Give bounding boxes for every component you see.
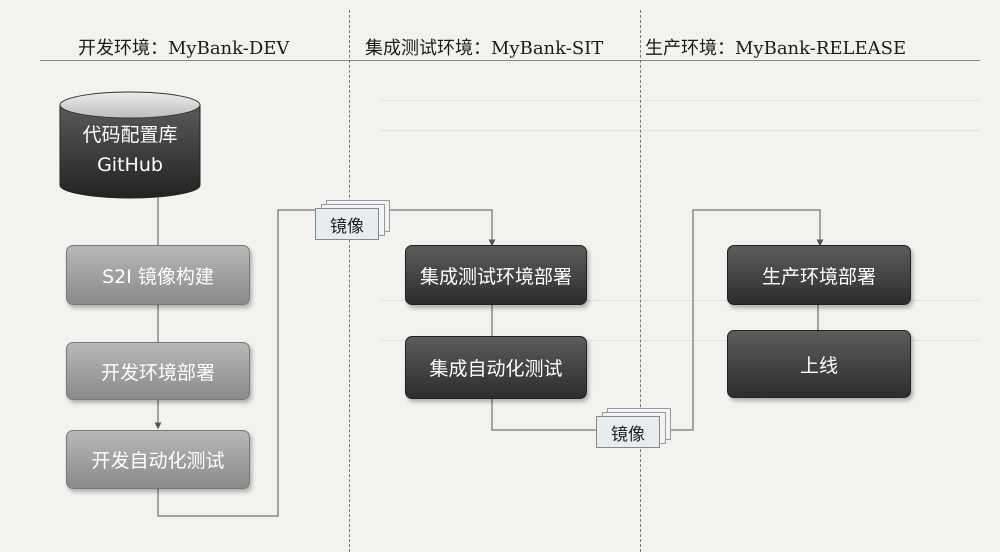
repo-subtitle: GitHub — [97, 154, 163, 176]
database-icon — [59, 91, 201, 199]
background-line — [380, 300, 980, 301]
release-step-deploy: 生产环境部署 — [727, 245, 911, 305]
repo-label: 代码配置库 GitHub — [60, 120, 200, 190]
divider-dev-sit — [349, 10, 350, 552]
header-sit: 集成测试环境：MyBank-SIT — [365, 38, 604, 59]
dev-step-s2i-build: S2I 镜像构建 — [66, 245, 250, 305]
release-step-go-live: 上线 — [727, 330, 911, 398]
dev-step-deploy: 开发环境部署 — [66, 342, 250, 400]
image-tag-sit-to-release: 镜像 — [596, 416, 660, 448]
sit-step-auto-test: 集成自动化测试 — [405, 336, 587, 399]
sit-step-deploy: 集成测试环境部署 — [405, 245, 587, 305]
repo-title: 代码配置库 — [82, 124, 178, 146]
background-line — [380, 130, 980, 131]
image-tag-dev-to-sit: 镜像 — [315, 208, 379, 240]
header-release: 生产环境：MyBank-RELEASE — [645, 38, 907, 59]
divider-sit-release — [640, 10, 641, 552]
background-line — [380, 340, 980, 341]
dev-step-auto-test: 开发自动化测试 — [66, 430, 250, 489]
header-dev: 开发环境：MyBank-DEV — [78, 38, 290, 59]
header-underline — [40, 60, 980, 61]
background-line — [380, 100, 980, 101]
